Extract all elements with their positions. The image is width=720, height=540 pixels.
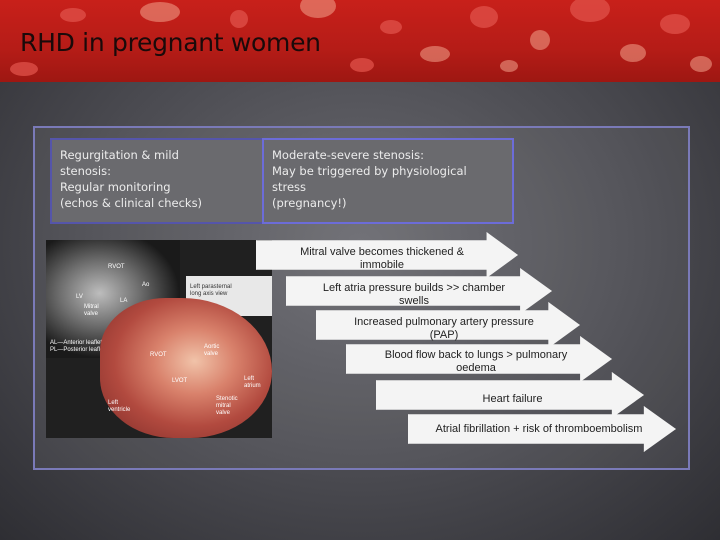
fig-label-la-small: LA	[120, 298, 128, 304]
step-text-2: Left atria pressure builds >> chamber sw…	[322, 282, 506, 307]
page-title: RHD in pregnant women	[20, 28, 321, 57]
title-banner: RHD in pregnant women	[0, 0, 720, 82]
step-text-6: Atrial fibrillation + risk of thromboemb…	[435, 423, 643, 435]
fig-label-rvot-top: RVOT	[108, 264, 125, 270]
step-text-4: Blood flow back to lungs > pulmonary oed…	[384, 349, 568, 374]
mild-stenosis-box: Regurgitation & mild stenosis: Regular m…	[50, 138, 268, 224]
fig-label-leaflet-legend: AL—Anterior leaflet PL—Posterior leaflet	[50, 340, 106, 353]
heart-echo-figure: RVOT Ao LV Mitral valve LA PL LA AL—Ante…	[46, 240, 272, 438]
fig-label-ao: Ao	[142, 282, 150, 288]
fig-label-stenotic-mitral: Stenotic mitral valve	[216, 396, 238, 416]
heart-illustration	[100, 298, 272, 438]
step-text-1: Mitral valve becomes thickened & immobil…	[300, 246, 464, 271]
fig-label-left-atrium: Left atrium	[244, 376, 261, 389]
step-text-5: Heart failure	[482, 393, 543, 405]
fig-label-lvot: LVOT	[172, 378, 188, 384]
fig-label-mitral: Mitral valve	[84, 304, 99, 317]
severe-stenosis-box: Moderate-severe stenosis: May be trigger…	[262, 138, 514, 224]
fig-label-lv: LV	[76, 294, 83, 300]
fig-label-parasternal: Left parasternal long axis view	[190, 284, 232, 297]
fig-label-left-ventricle: Left ventricle	[108, 400, 131, 413]
step-text-3: Increased pulmonary artery pressure (PAP…	[354, 316, 534, 341]
fig-label-aortic-valve: Aortic valve	[204, 344, 220, 357]
fig-label-rvot-heart: RVOT	[150, 352, 167, 358]
